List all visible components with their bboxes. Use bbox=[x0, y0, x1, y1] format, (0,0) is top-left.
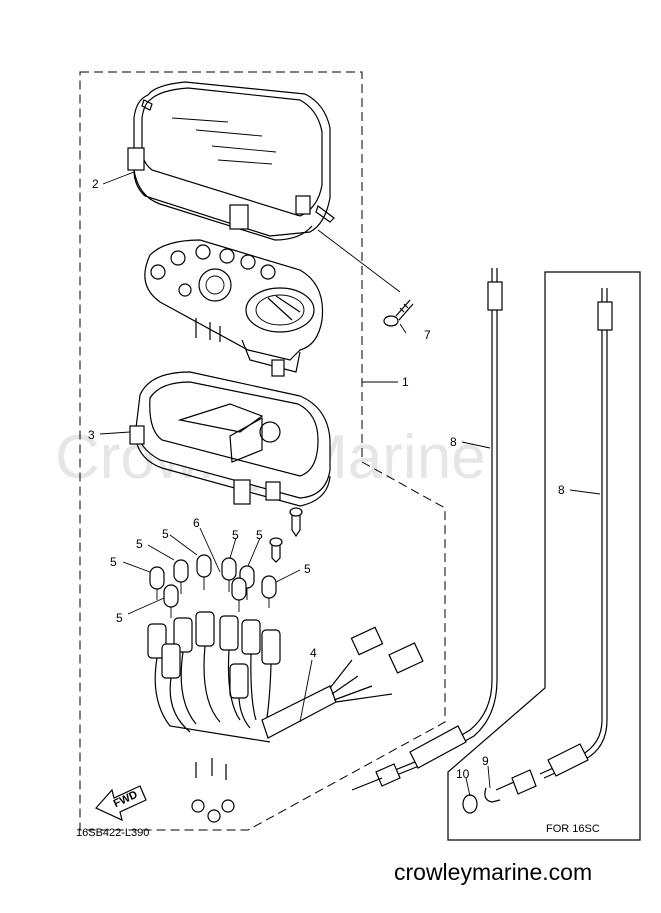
callout-1: 1 bbox=[402, 375, 409, 389]
callout-5a: 5 bbox=[162, 527, 169, 541]
speedometer-cable-part bbox=[351, 268, 503, 791]
clip-and-ring bbox=[462, 787, 501, 814]
leader-lines bbox=[99, 171, 601, 797]
drawing-code: 16SB422-L390 bbox=[76, 827, 149, 839]
callout-2: 2 bbox=[92, 177, 99, 191]
bulbs-group bbox=[149, 554, 277, 618]
variant-speedometer-cable bbox=[495, 288, 613, 795]
callout-8a: 8 bbox=[450, 435, 457, 449]
fwd-arrow-icon: FWD bbox=[95, 785, 147, 822]
callout-3: 3 bbox=[88, 428, 95, 442]
screw-part bbox=[317, 229, 414, 327]
callout-5e: 5 bbox=[304, 562, 311, 576]
callouts: 2 7 1 3 8 8 5 6 5 5 5 5 5 5 4 9 10 bbox=[88, 177, 565, 781]
callout-9: 9 bbox=[482, 754, 489, 768]
callout-5c: 5 bbox=[256, 528, 263, 542]
footer-site-text: crowleymarine.com bbox=[394, 859, 592, 885]
callout-5g: 5 bbox=[136, 537, 143, 551]
variant-label: FOR 16SC bbox=[546, 823, 600, 835]
meter-cover-part bbox=[127, 81, 335, 241]
callout-10: 10 bbox=[456, 767, 470, 781]
callout-6: 6 bbox=[193, 516, 200, 530]
callout-5f: 5 bbox=[116, 611, 123, 625]
case-screws bbox=[269, 507, 303, 563]
callout-4: 4 bbox=[310, 646, 317, 660]
callout-5b: 5 bbox=[232, 528, 239, 542]
callout-7: 7 bbox=[424, 328, 431, 342]
meter-dial-plate bbox=[144, 239, 324, 377]
assembly-boundary bbox=[79, 71, 446, 831]
meter-case-part bbox=[129, 371, 331, 507]
wire-harness-part bbox=[147, 611, 424, 823]
callout-5d: 5 bbox=[110, 555, 117, 569]
variant-frame bbox=[447, 271, 641, 841]
callout-8b: 8 bbox=[558, 483, 565, 497]
